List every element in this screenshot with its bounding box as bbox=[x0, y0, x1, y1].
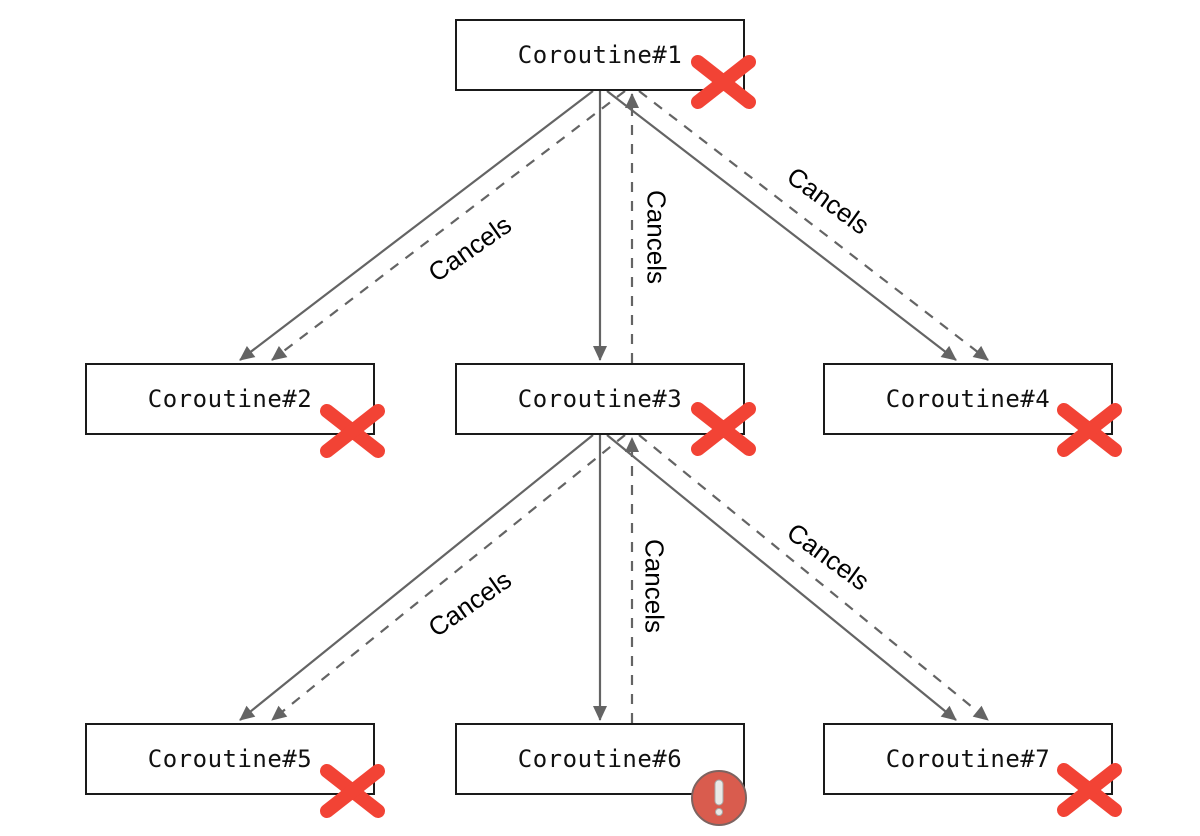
edge-c3-c5-cancels-dashed bbox=[271, 434, 626, 721]
edge-c1-c2-solid bbox=[239, 90, 594, 361]
node-coroutine-1: Coroutine#1 bbox=[455, 19, 745, 91]
edge-c1-c2-cancels-dashed bbox=[271, 90, 626, 361]
edge-label-cancels-c1-c2: Cancels bbox=[422, 209, 517, 288]
edge-label-cancels-c3-c5: Cancels bbox=[422, 564, 517, 643]
edge-label-cancels-c3-c7: Cancels bbox=[781, 516, 876, 597]
edge-c1-c4-cancels-dashed bbox=[638, 90, 989, 361]
node-coroutine-7: Coroutine#7 bbox=[823, 723, 1113, 795]
node-coroutine-5: Coroutine#5 bbox=[85, 723, 375, 795]
edge-label-cancels-c6-c3: Cancels bbox=[639, 539, 670, 633]
node-coroutine-4: Coroutine#4 bbox=[823, 363, 1113, 435]
edge-c3-c7-cancels-dashed bbox=[638, 434, 989, 721]
edge-c3-c5-solid bbox=[239, 434, 594, 721]
node-coroutine-6: Coroutine#6 bbox=[455, 723, 745, 795]
edge-label-cancels-c3-c1: Cancels bbox=[641, 190, 672, 284]
node-coroutine-3: Coroutine#3 bbox=[455, 363, 745, 435]
edge-label-cancels-c1-c4: Cancels bbox=[781, 160, 876, 241]
node-coroutine-2: Coroutine#2 bbox=[85, 363, 375, 435]
